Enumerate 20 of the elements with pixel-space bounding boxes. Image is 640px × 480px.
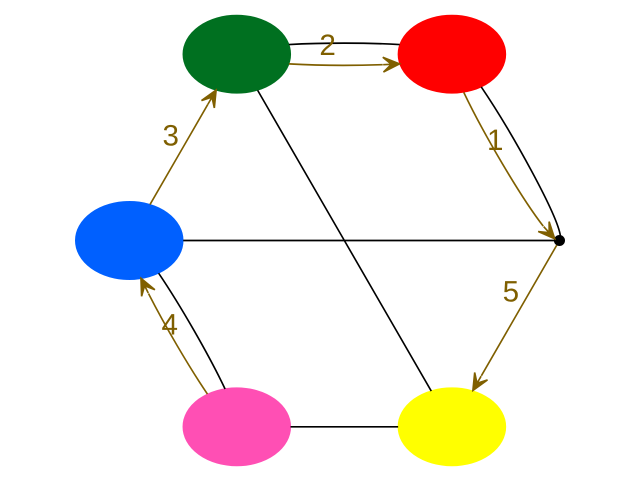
connector [256, 89, 432, 391]
connector [158, 272, 226, 389]
connector [288, 42, 400, 45]
edge-label: 3 [162, 118, 179, 152]
node-ellipse [182, 14, 292, 94]
connector [183, 239, 555, 241]
arrow [149, 88, 217, 204]
connector [480, 86, 562, 236]
node-ellipse [75, 200, 184, 280]
edge-label: 5 [502, 274, 520, 308]
connector [290, 425, 398, 428]
edge-label: 1 [487, 124, 504, 157]
node-ellipse [182, 386, 292, 466]
node-point [554, 234, 565, 246]
arrow [463, 91, 556, 240]
node-ellipse [398, 14, 506, 94]
arrow [472, 244, 558, 391]
node-ellipse [398, 386, 506, 466]
arrow [140, 277, 208, 394]
arrow [288, 56, 400, 72]
